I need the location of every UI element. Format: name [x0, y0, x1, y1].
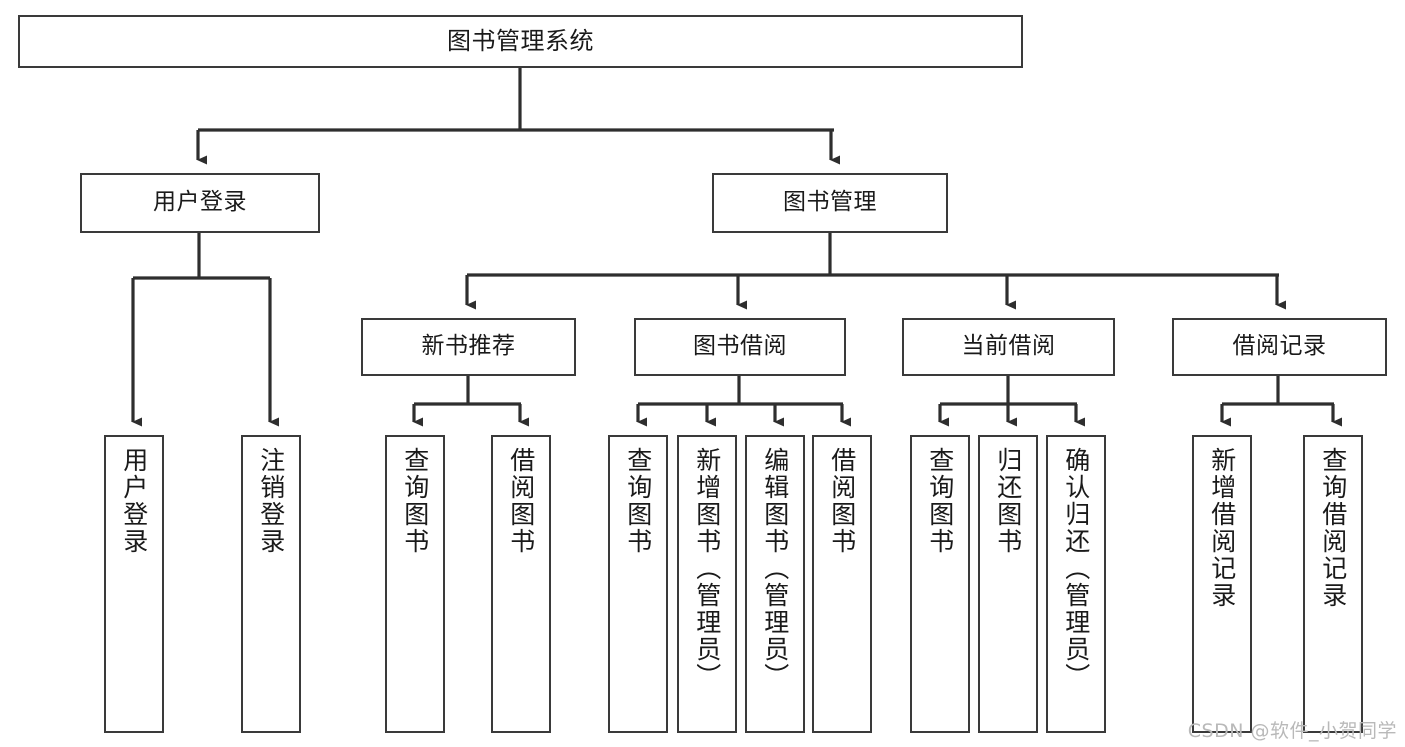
- leaf-borrow-add-book[interactable]: 新增图书（管理员）: [677, 435, 737, 733]
- leaf-label: 查询图书: [400, 447, 430, 555]
- leaf-user-login-logout[interactable]: 注销登录: [241, 435, 301, 733]
- leaf-label: 查询图书: [925, 447, 955, 555]
- node-current-borrow[interactable]: 当前借阅: [902, 318, 1115, 376]
- leaf-current-query[interactable]: 查询图书: [910, 435, 970, 733]
- leaf-current-confirm-return[interactable]: 确认归还（管理员）: [1046, 435, 1106, 733]
- leaf-label: 归还图书: [993, 447, 1023, 555]
- leaf-label: 查询图书: [623, 447, 653, 555]
- leaf-record-query[interactable]: 查询借阅记录: [1303, 435, 1363, 733]
- leaf-label: 借阅图书: [506, 447, 536, 555]
- leaf-new-book-query[interactable]: 查询图书: [385, 435, 445, 733]
- node-borrow-record[interactable]: 借阅记录: [1172, 318, 1387, 376]
- leaf-label: 新增借阅记录: [1207, 447, 1237, 609]
- leaf-new-book-borrow[interactable]: 借阅图书: [491, 435, 551, 733]
- node-root-system[interactable]: 图书管理系统: [18, 15, 1023, 68]
- leaf-label: 注销登录: [256, 447, 286, 555]
- leaf-label: 用户登录: [119, 447, 149, 555]
- leaf-record-add[interactable]: 新增借阅记录: [1192, 435, 1252, 733]
- leaf-borrow-edit-book[interactable]: 编辑图书（管理员）: [745, 435, 805, 733]
- node-user-login[interactable]: 用户登录: [80, 173, 320, 233]
- leaf-current-return[interactable]: 归还图书: [978, 435, 1038, 733]
- leaf-label: 新增图书（管理员）: [692, 447, 722, 690]
- node-book-borrow[interactable]: 图书借阅: [634, 318, 846, 376]
- csdn-watermark: CSDN @软件_小贺同学: [1187, 720, 1397, 742]
- leaf-label: 编辑图书（管理员）: [760, 447, 790, 690]
- leaf-borrow-query[interactable]: 查询图书: [608, 435, 668, 733]
- node-book-management[interactable]: 图书管理: [712, 173, 948, 233]
- leaf-label: 借阅图书: [827, 447, 857, 555]
- leaf-label: 查询借阅记录: [1318, 447, 1348, 609]
- leaf-borrow-borrow-book[interactable]: 借阅图书: [812, 435, 872, 733]
- node-new-book-recommend[interactable]: 新书推荐: [361, 318, 576, 376]
- leaf-label: 确认归还（管理员）: [1061, 447, 1091, 690]
- leaf-user-login-login[interactable]: 用户登录: [104, 435, 164, 733]
